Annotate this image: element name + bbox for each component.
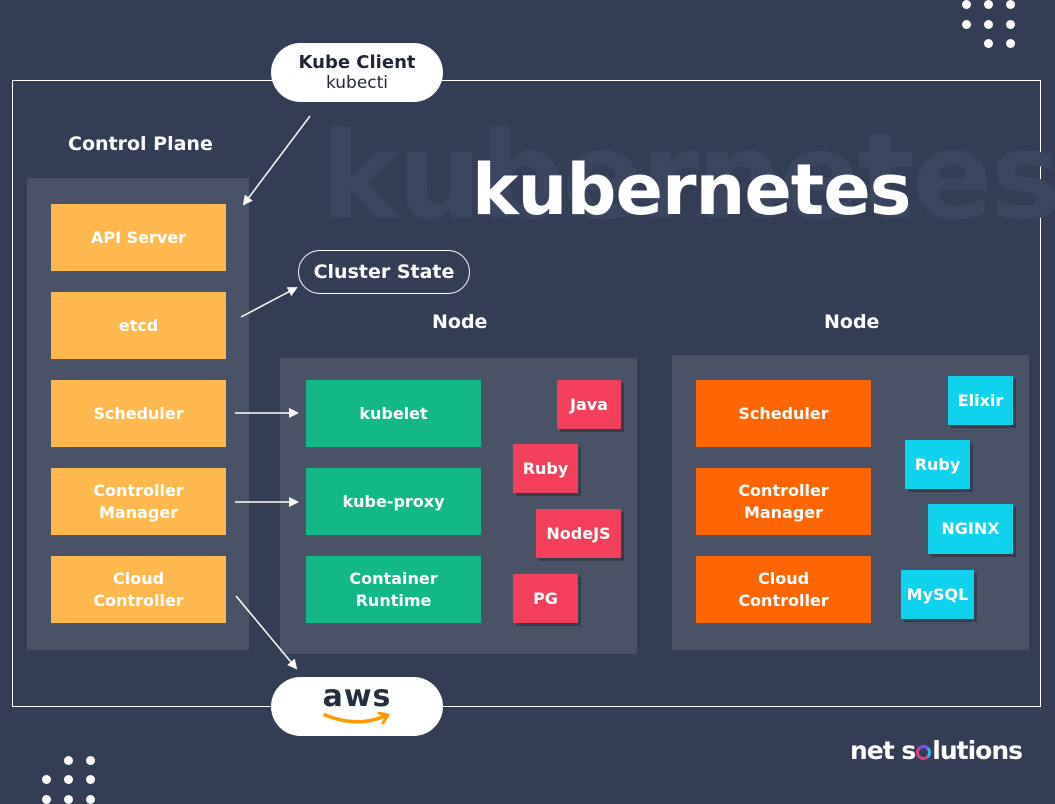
app-java: Java xyxy=(557,380,621,429)
brand-logo-icon xyxy=(916,745,932,760)
node1-kube-proxy: kube-proxy xyxy=(306,468,481,535)
kube-client-subtitle: kubecti xyxy=(325,73,389,94)
app-ruby-node1: Ruby xyxy=(513,444,578,493)
kube-client-title: Kube Client xyxy=(298,51,416,73)
aws-logo-text: aws xyxy=(322,678,392,714)
app-pg: PG xyxy=(513,574,578,623)
cp-scheduler: Scheduler xyxy=(51,380,226,447)
node2-label: Node xyxy=(824,311,880,333)
node1-kubelet: kubelet xyxy=(306,380,481,447)
cp-controller-manager: Controller Manager xyxy=(51,468,226,535)
node2-controller-manager: Controller Manager xyxy=(696,468,871,535)
kube-client-pill: Kube Client kubecti xyxy=(271,43,443,102)
app-elixir: Elixir xyxy=(948,376,1013,425)
page-title: kubernetes xyxy=(472,149,911,231)
node1-container-runtime: Container Runtime xyxy=(306,556,481,623)
watermark-text: kubernetes xyxy=(320,108,1055,247)
aws-pill: aws xyxy=(271,677,443,736)
cp-etcd: etcd xyxy=(51,292,226,359)
brand-part1: net s xyxy=(850,736,916,765)
cp-cloud-controller: Cloud Controller xyxy=(51,556,226,623)
app-nodejs: NodeJS xyxy=(536,509,621,558)
arrow-cloud-to-aws xyxy=(235,595,298,670)
cp-api-server: API Server xyxy=(51,204,226,271)
node1-label: Node xyxy=(432,311,488,333)
app-mysql: MySQL xyxy=(901,570,974,619)
brand-part2: lutions xyxy=(932,736,1023,765)
node2-scheduler: Scheduler xyxy=(696,380,871,447)
app-ruby-node2: Ruby xyxy=(905,440,970,489)
cluster-state-pill: Cluster State xyxy=(298,250,470,294)
arrow-client-to-api xyxy=(242,115,311,206)
arrow-etcd-to-cluster-state xyxy=(240,287,298,318)
app-nginx: NGINX xyxy=(928,504,1013,554)
net-solutions-logo: net s lutions xyxy=(850,736,1023,765)
node2-cloud-controller: Cloud Controller xyxy=(696,556,871,623)
cluster-frame xyxy=(12,80,1041,707)
aws-smile-icon xyxy=(323,711,390,724)
control-plane-label: Control Plane xyxy=(68,133,213,155)
